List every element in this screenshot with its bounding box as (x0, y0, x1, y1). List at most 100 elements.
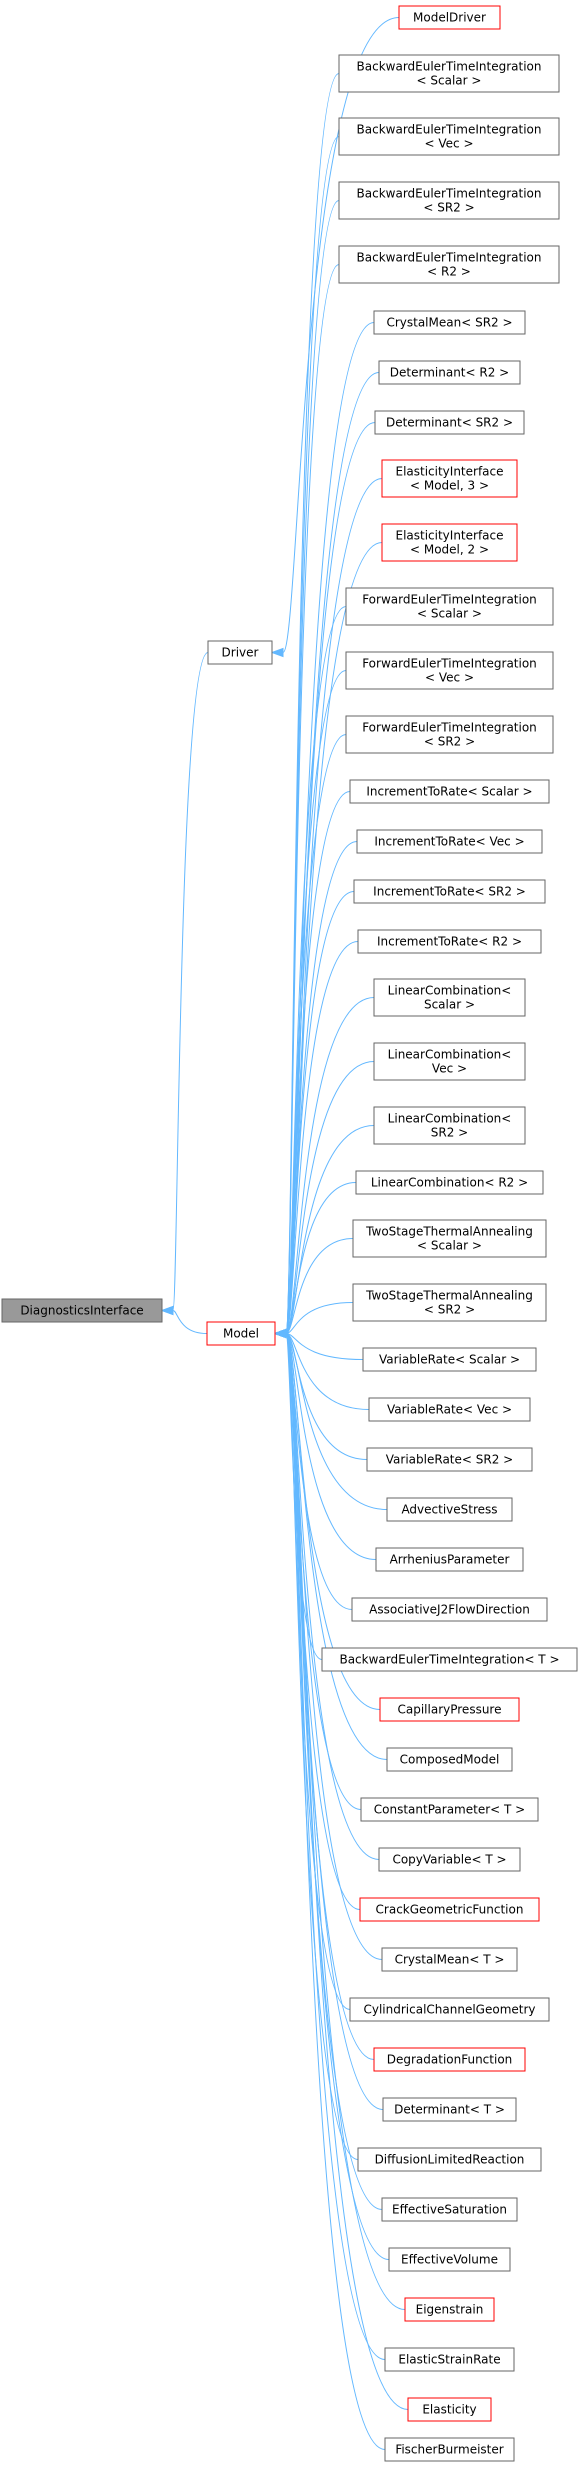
node-ei-2[interactable]: ElasticityInterface< Model, 2 > (381, 523, 518, 562)
node-crystal-mean-sr2[interactable]: CrystalMean< SR2 > (373, 310, 526, 335)
node-crack-geometric-function[interactable]: CrackGeometricFunction (359, 1897, 540, 1922)
node-constant-parameter-t[interactable]: ConstantParameter< T > (360, 1797, 539, 1822)
edge-line (285, 1333, 377, 1560)
edge-line (285, 1333, 409, 2410)
node-label: LinearCombination< (388, 1048, 512, 1062)
node-elasticity[interactable]: Elasticity (407, 2397, 492, 2422)
node-eigenstrain[interactable]: Eigenstrain (404, 2297, 495, 2322)
node-label: Determinant< SR2 > (386, 416, 513, 430)
edge-degradation-function-to-model (273, 1328, 375, 2060)
node-copy-variable-t[interactable]: CopyVariable< T > (378, 1847, 521, 1872)
node-determinant-sr2[interactable]: Determinant< SR2 > (374, 410, 525, 435)
node-box (373, 2047, 526, 2072)
node-ccg[interactable]: CylindricalChannelGeometry (349, 1997, 550, 2022)
node-diffusion-limited-reaction[interactable]: DiffusionLimitedReaction (357, 2147, 542, 2172)
node-box (1, 1298, 163, 1323)
arrowhead (273, 1328, 287, 1339)
node-beti-r2[interactable]: BackwardEulerTimeIntegration< R2 > (338, 245, 560, 284)
node-tsta-sr2[interactable]: TwoStageThermalAnnealing< SR2 > (352, 1283, 547, 1322)
node-feti-sr2[interactable]: ForwardEulerTimeIntegration< SR2 > (345, 715, 554, 754)
node-label: IncrementToRate< SR2 > (373, 885, 526, 899)
node-label: BackwardEulerTimeIntegration (357, 60, 542, 74)
node-beti-vec[interactable]: BackwardEulerTimeIntegration< Vec > (338, 117, 560, 156)
node-box (345, 587, 554, 626)
node-box (352, 1283, 547, 1322)
node-feti-scalar[interactable]: ForwardEulerTimeIntegration< Scalar > (345, 587, 554, 626)
node-label: BackwardEulerTimeIntegration< T > (339, 1653, 559, 1667)
node-box (338, 181, 560, 220)
node-tsta-scalar[interactable]: TwoStageThermalAnnealing< Scalar > (352, 1219, 547, 1258)
edge-line (282, 17, 400, 653)
node-box (207, 640, 273, 665)
node-box (386, 1747, 513, 1772)
node-arrhenius-parameter[interactable]: ArrheniusParameter (375, 1547, 524, 1572)
node-crystal-mean-t[interactable]: CrystalMean< T > (381, 1947, 518, 1972)
edge-line (285, 1182, 357, 1334)
arrowhead (160, 1305, 174, 1316)
node-itr-vec[interactable]: IncrementToRate< Vec > (356, 829, 543, 854)
edge-line (285, 670, 347, 1334)
node-aj2-fd[interactable]: AssociativeJ2FlowDirection (351, 1597, 548, 1622)
node-label: CapillaryPressure (398, 1703, 502, 1717)
edge-line (285, 1333, 361, 1910)
node-label: LinearCombination< R2 > (371, 1176, 528, 1190)
node-label: Model (223, 1327, 259, 1341)
node-box (360, 1797, 539, 1822)
node-advective-stress[interactable]: AdvectiveStress (386, 1497, 513, 1522)
node-effective-volume[interactable]: EffectiveVolume (388, 2247, 511, 2272)
edge-itr-vec-to-model (273, 841, 358, 1339)
node-label: < Scalar > (417, 607, 482, 621)
node-label: ElasticityInterface (395, 529, 503, 543)
node-vr-vec[interactable]: VariableRate< Vec > (368, 1397, 531, 1422)
edge-beti-r2-to-model (273, 264, 340, 1339)
node-beti-t[interactable]: BackwardEulerTimeIntegration< T > (321, 1647, 578, 1672)
edge-line (172, 1310, 208, 1334)
node-lc-sr2[interactable]: LinearCombination<SR2 > (373, 1106, 526, 1145)
node-label: LinearCombination< (388, 984, 512, 998)
node-effective-saturation[interactable]: EffectiveSaturation (381, 2197, 518, 2222)
node-label: ModelDriver (413, 11, 486, 25)
node-determinant-r2[interactable]: Determinant< R2 > (378, 360, 521, 385)
edge-elastic-strain-rate-to-model (273, 1328, 386, 2360)
node-vr-sr2[interactable]: VariableRate< SR2 > (366, 1447, 533, 1472)
node-label: ForwardEulerTimeIntegration (362, 657, 537, 671)
node-composed-model[interactable]: ComposedModel (386, 1747, 513, 1772)
edge-line (285, 1333, 386, 2360)
node-feti-vec[interactable]: ForwardEulerTimeIntegration< Vec > (345, 651, 554, 690)
node-determinant-t[interactable]: Determinant< T > (382, 2097, 517, 2122)
node-degradation-function[interactable]: DegradationFunction (373, 2047, 526, 2072)
node-box (384, 2437, 515, 2462)
node-box (378, 360, 521, 385)
node-elastic-strain-rate[interactable]: ElasticStrainRate (384, 2347, 515, 2372)
node-vr-scalar[interactable]: VariableRate< Scalar > (362, 1347, 537, 1372)
edge-line (285, 1333, 386, 2450)
edge-feti-scalar-to-model (273, 606, 347, 1339)
node-label: DiffusionLimitedReaction (375, 2153, 525, 2167)
node-fischer-burmeister[interactable]: FischerBurmeister (384, 2437, 515, 2462)
node-lc-r2[interactable]: LinearCombination< R2 > (355, 1170, 544, 1195)
node-box (381, 459, 518, 498)
node-label: ComposedModel (400, 1753, 500, 1767)
node-capillary-pressure[interactable]: CapillaryPressure (379, 1697, 520, 1722)
node-label: Scalar > (424, 998, 475, 1012)
node-label: CrackGeometricFunction (376, 1903, 524, 1917)
node-box (373, 1106, 526, 1145)
arrowhead (270, 647, 284, 658)
node-beti-sr2[interactable]: BackwardEulerTimeIntegration< SR2 > (338, 181, 560, 220)
node-lc-scalar[interactable]: LinearCombination<Scalar > (373, 978, 526, 1017)
node-box (381, 2197, 518, 2222)
node-model[interactable]: Model (206, 1321, 276, 1346)
node-ei-3[interactable]: ElasticityInterface< Model, 3 > (381, 459, 518, 498)
node-label: TwoStageThermalAnnealing (365, 1289, 533, 1303)
node-itr-r2[interactable]: IncrementToRate< R2 > (357, 929, 542, 954)
node-driver[interactable]: Driver (207, 640, 273, 665)
node-itr-sr2[interactable]: IncrementToRate< SR2 > (353, 879, 546, 904)
node-lc-vec[interactable]: LinearCombination<Vec > (373, 1042, 526, 1081)
edge-model-driver-to-driver (270, 17, 400, 658)
node-beti-scalar[interactable]: BackwardEulerTimeIntegration< Scalar > (338, 54, 560, 93)
edge-itr-r2-to-model (273, 941, 359, 1339)
edge-line (285, 1333, 370, 1410)
node-label: AssociativeJ2FlowDirection (369, 1603, 530, 1617)
node-model-driver[interactable]: ModelDriver (398, 5, 501, 30)
node-itr-scalar[interactable]: IncrementToRate< Scalar > (349, 779, 550, 804)
